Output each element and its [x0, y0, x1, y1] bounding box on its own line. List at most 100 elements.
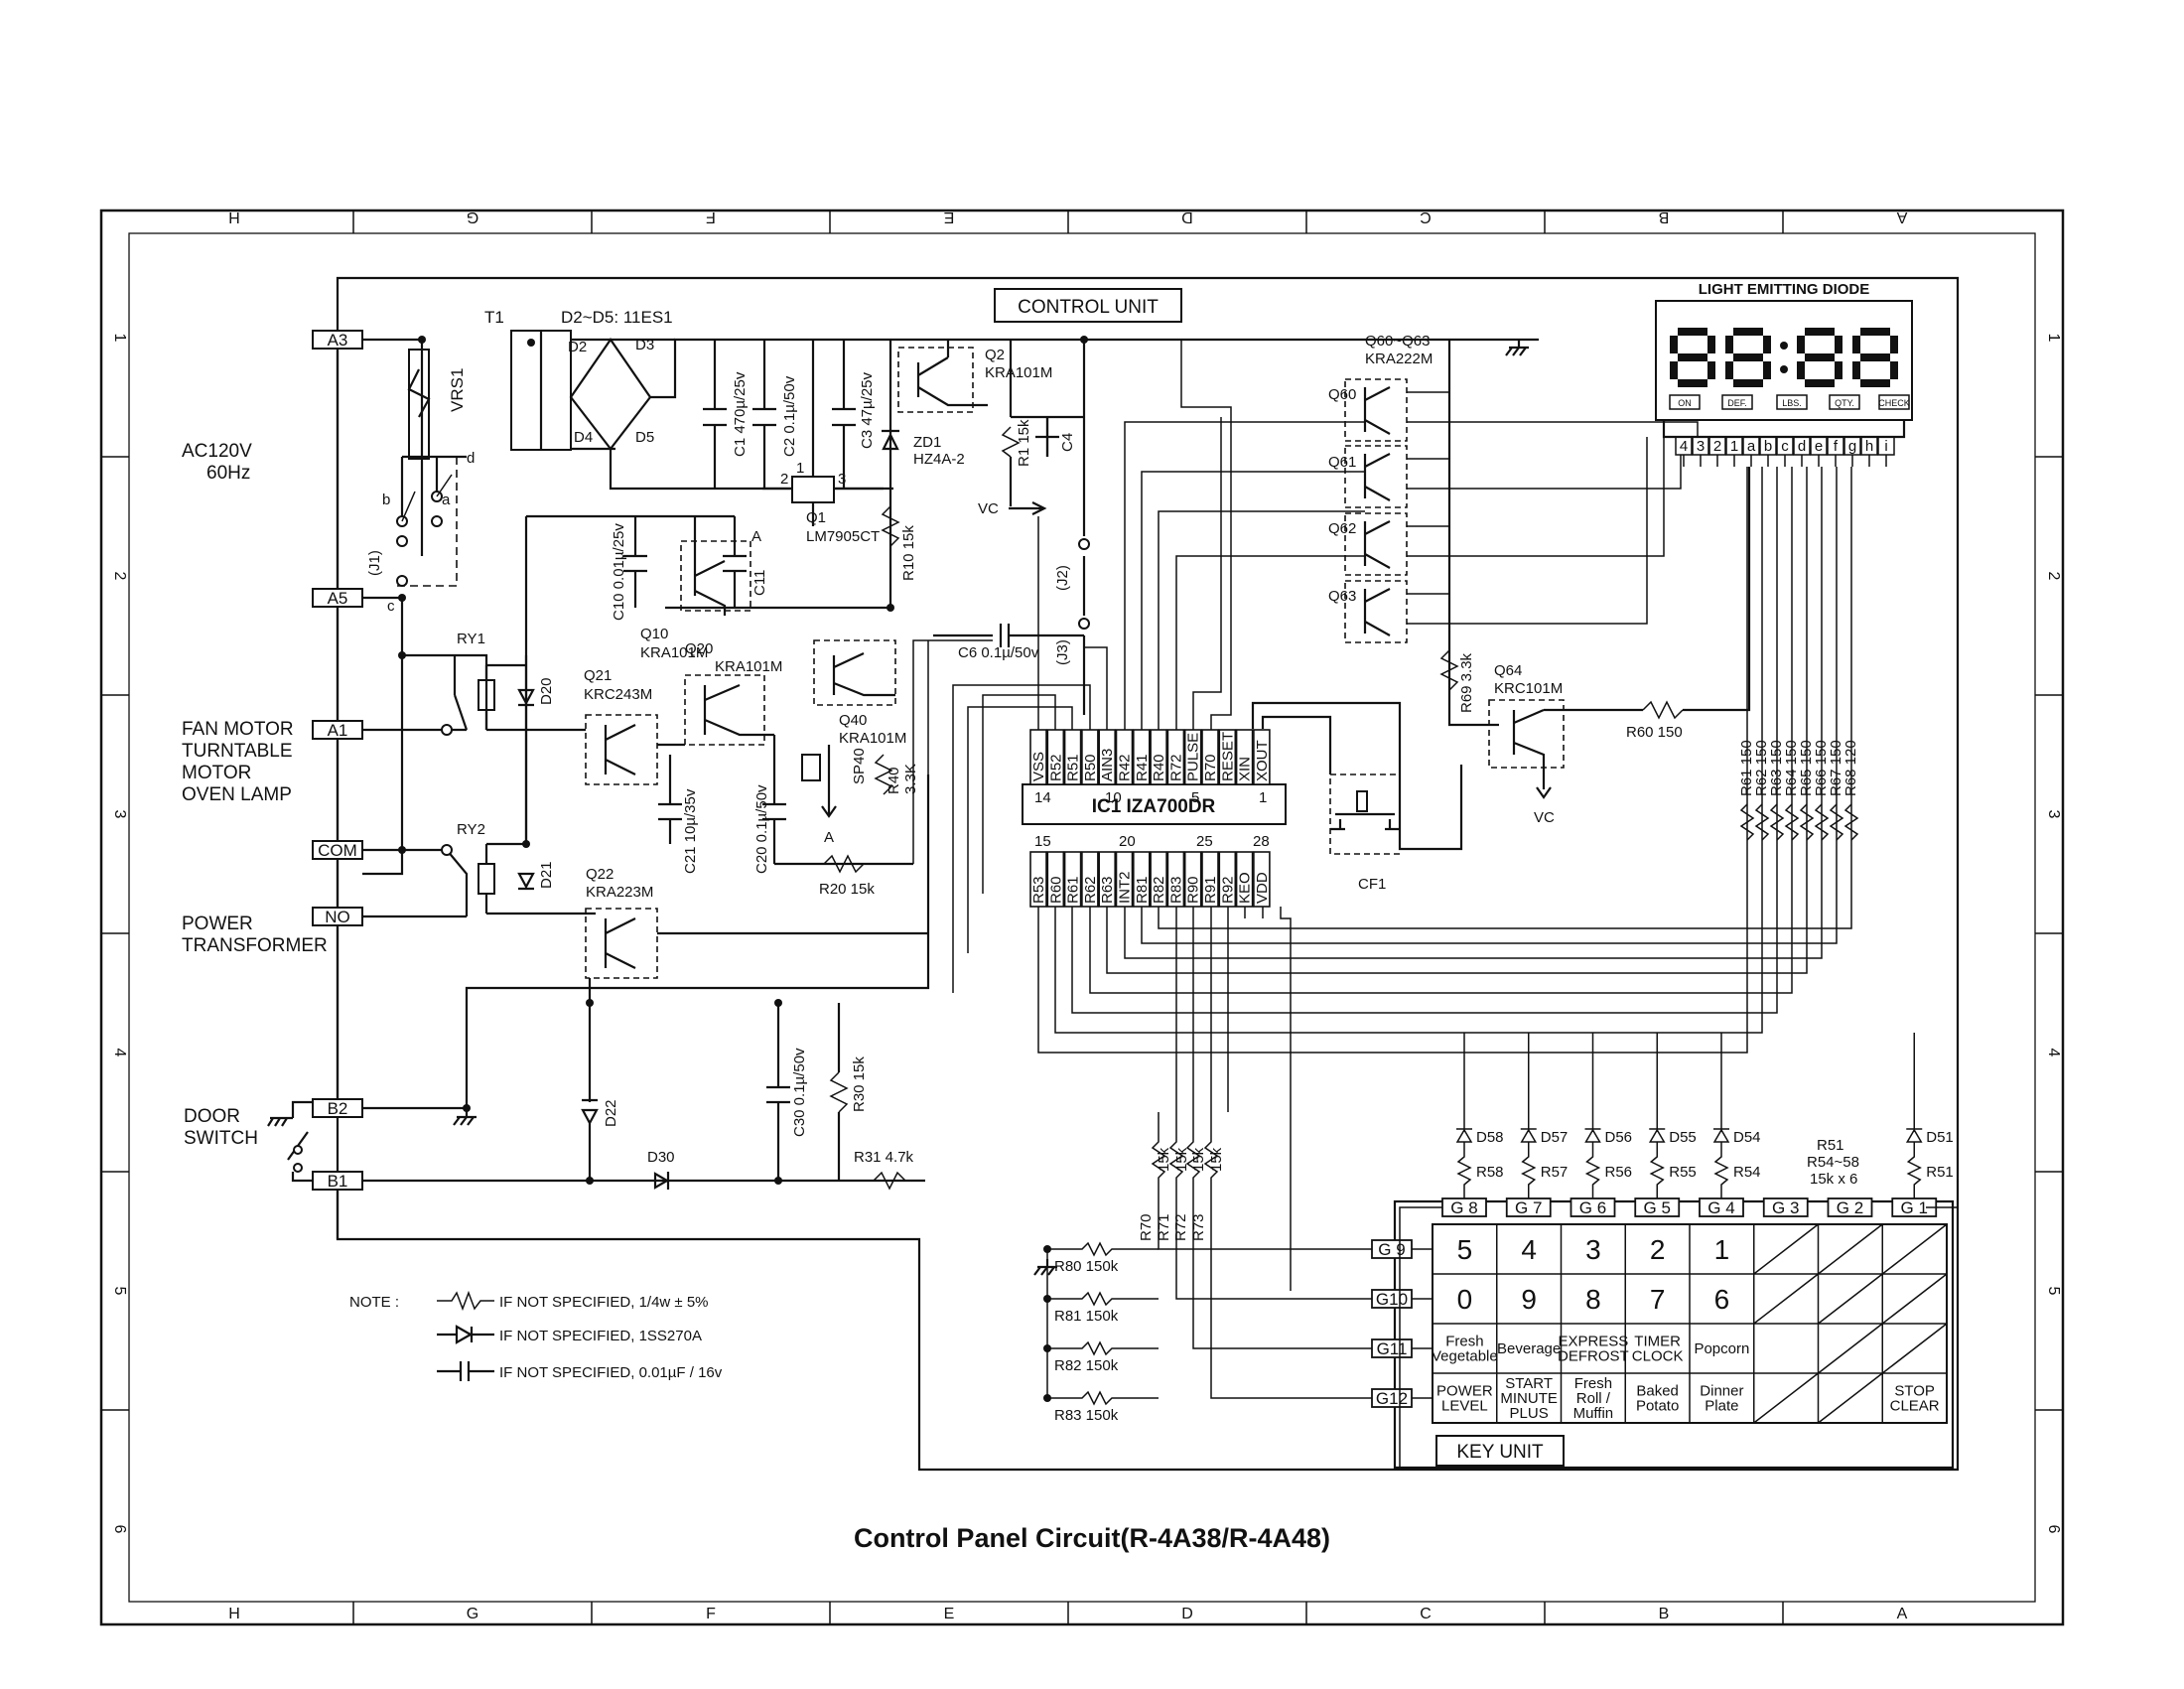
key-9[interactable]: 9 — [1521, 1284, 1537, 1315]
key-start-minute-plus-line3[interactable]: PLUS — [1510, 1405, 1549, 1422]
border-col-bottom-G: G — [467, 1606, 478, 1622]
led-colon-lower — [1780, 365, 1788, 373]
key-stop-clear-line1[interactable]: STOP — [1894, 1383, 1935, 1400]
key-column-label-2: G 6 — [1579, 1198, 1606, 1217]
key-scan-resistor-label-2: R72 — [1172, 1213, 1189, 1241]
ic1-pin1-number: 1 — [1259, 789, 1267, 806]
key-express-defrost-line2[interactable]: DEFROST — [1558, 1348, 1629, 1365]
outer-frame — [99, 209, 2065, 1626]
key-power-level-line2[interactable]: LEVEL — [1441, 1398, 1488, 1415]
led-pin-label-i: i — [1884, 438, 1887, 455]
key-fresh-vegetable-line1[interactable]: Fresh — [1445, 1334, 1483, 1350]
inner-frame — [128, 232, 2036, 1603]
border-col-bottom-B: B — [1659, 1606, 1670, 1622]
key-6[interactable]: 6 — [1714, 1284, 1730, 1315]
vc-label-1: VC — [978, 500, 999, 517]
key-express-defrost-line1[interactable]: EXPRESS — [1558, 1334, 1628, 1350]
ic1-trace — [1037, 467, 1748, 1054]
key-start-minute-plus-line2[interactable]: MINUTE — [1500, 1390, 1558, 1407]
key-5[interactable]: 5 — [1457, 1234, 1473, 1265]
key-dinner-plate-line2[interactable]: Plate — [1705, 1398, 1738, 1415]
border-row-right-1: 1 — [2045, 334, 2062, 343]
fan-motor-label: FAN MOTOR — [182, 719, 294, 740]
key-8[interactable]: 8 — [1585, 1284, 1601, 1315]
vc-label-2: VC — [1534, 809, 1555, 826]
turntable-label: TURNTABLE — [182, 741, 293, 762]
key-baked-potato-line2[interactable]: Potato — [1636, 1398, 1679, 1415]
key-timer-clock-line2[interactable]: CLOCK — [1632, 1348, 1684, 1365]
key-diode-0 — [1455, 1033, 1473, 1198]
ic1-pin-r91 — [1201, 851, 1219, 908]
border-row-left-4: 4 — [111, 1049, 128, 1057]
key-pulldown-resistor-label-0: R80 150k — [1054, 1258, 1119, 1275]
key-stop-clear-line2[interactable]: CLEAR — [1890, 1398, 1940, 1415]
segment-resistor-7 — [1843, 803, 1859, 841]
r69-label: R69 3.3k — [1458, 652, 1475, 713]
t1-label: T1 — [484, 308, 504, 327]
led-seven-segment-digits — [1670, 328, 1898, 387]
ic1-trace — [1141, 471, 1365, 730]
ic1-trace — [1280, 907, 1292, 1291]
jumper-j2-label: (J2) — [1054, 565, 1071, 591]
led-indicator-label-3: QTY. — [1835, 398, 1854, 408]
key-3[interactable]: 3 — [1585, 1234, 1601, 1265]
key-1[interactable]: 1 — [1714, 1234, 1730, 1265]
key-power-level-line1[interactable]: POWER — [1436, 1383, 1493, 1400]
key-7[interactable]: 7 — [1650, 1284, 1666, 1315]
transformer-t1: T1 — [484, 308, 572, 451]
key-popcorn[interactable]: Popcorn — [1694, 1340, 1749, 1357]
d21-label: D21 — [538, 861, 555, 889]
q10-part-label: KRA101M — [640, 644, 708, 661]
q40-buzzer-group: C6 0.1µ/50v Q40 KRA101M SP40 R40 3.3K A — [801, 624, 1084, 846]
key-fresh-roll-muffin-line1[interactable]: Fresh — [1574, 1375, 1612, 1392]
d22-label: D22 — [603, 1099, 619, 1127]
ic1-pin-label-r40: R40 — [1151, 754, 1167, 781]
key-unit-bus — [1399, 1206, 1958, 1470]
key-fresh-roll-muffin-line2[interactable]: Roll / — [1576, 1390, 1611, 1407]
ic1-pin25-number: 25 — [1196, 833, 1213, 850]
key-fresh-roll-muffin-line3[interactable]: Muffin — [1573, 1405, 1614, 1422]
key-dinner-plate-line1[interactable]: Dinner — [1700, 1383, 1743, 1400]
key-4[interactable]: 4 — [1521, 1234, 1537, 1265]
d20-label: D20 — [538, 677, 555, 705]
switch-d-label: d — [467, 450, 475, 467]
ic1-pin5-number: 5 — [1191, 789, 1199, 806]
q2-transistor-group: Q2 KRA101M R1 15k C4 VC (J2) (J3) — [897, 336, 1090, 715]
border-col-top-A: A — [1896, 209, 1907, 225]
led-pin-label-a: a — [1747, 438, 1756, 455]
key-unused-cell — [1818, 1273, 1883, 1325]
key-start-minute-plus-line1[interactable]: START — [1505, 1375, 1553, 1392]
border-row-right-3: 3 — [2045, 810, 2062, 819]
d2-label: D2 — [568, 339, 587, 355]
key-diode-res-label-2: R56 — [1605, 1164, 1633, 1181]
key-pulldown-resistor-1 — [1047, 1291, 1159, 1307]
ic1-pin-label-reset: RESET — [1219, 732, 1236, 781]
key-scan-resistor-1 — [1168, 1112, 1372, 1300]
key-0[interactable]: 0 — [1457, 1284, 1473, 1315]
q64-part-label: KRC101M — [1494, 680, 1563, 697]
segment-resistor-1 — [1754, 803, 1770, 841]
zd1-label: ZD1 — [913, 434, 941, 451]
ic1-pin15-number: 15 — [1034, 833, 1051, 850]
door-sense-network: C30 0.1µ/50v R30 15k R31 4.7k D30 — [647, 1003, 914, 1191]
q61-package — [1344, 445, 1408, 508]
ic1-pin-reset — [1218, 729, 1237, 785]
ic1-pin-label-r82: R82 — [1151, 876, 1167, 904]
ground-symbols — [267, 340, 1529, 1276]
led-indicator-label-2: LBS. — [1782, 398, 1802, 408]
key-timer-clock-line1[interactable]: TIMER — [1634, 1334, 1681, 1350]
key-fresh-vegetable-line2[interactable]: Vegetable — [1432, 1348, 1498, 1365]
ic1-pin-label-r81: R81 — [1134, 876, 1151, 904]
control-unit-label-box — [994, 288, 1182, 323]
digit-drivers: Q60~Q63 KRA222M Q60 Q61 Q62 Q63 R69 3.3k — [1328, 333, 1699, 727]
key-2[interactable]: 2 — [1650, 1234, 1666, 1265]
key-baked-potato-line1[interactable]: Baked — [1636, 1383, 1679, 1400]
ic1-pin-label-xin: XIN — [1237, 757, 1254, 781]
q62-symbol — [1363, 520, 1391, 569]
key-beverage[interactable]: Beverage — [1497, 1340, 1561, 1357]
